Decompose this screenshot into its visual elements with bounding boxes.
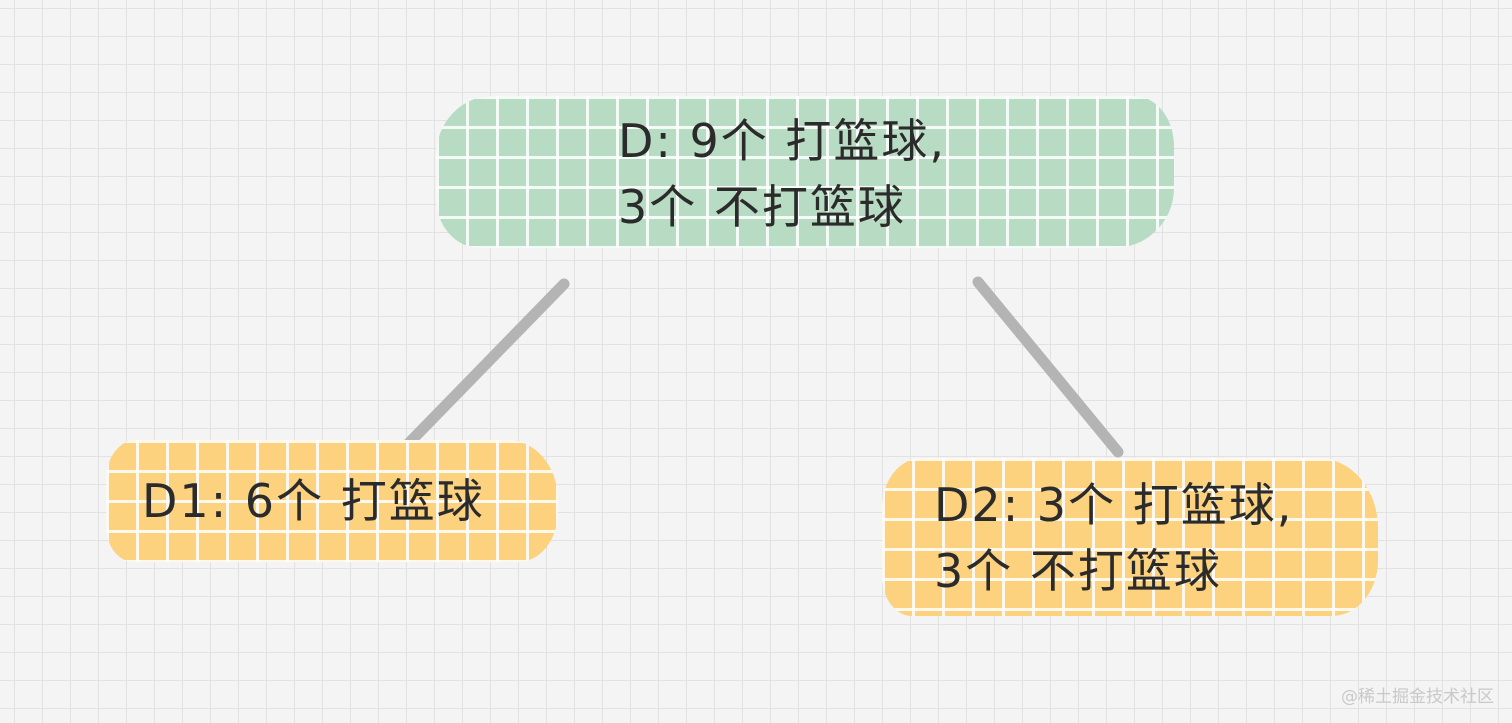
right-child-node: D2: 3个 打篮球, 3个 不打篮球 <box>882 458 1378 616</box>
root-node-line-2: 3个 不打篮球 <box>618 180 906 234</box>
connector-root-to-left <box>402 278 570 450</box>
right-child-node-line-2: 3个 不打篮球 <box>934 544 1222 598</box>
watermark: @稀土掘金技术社区 <box>1341 687 1494 707</box>
root-node-line-1: D: 9个 打篮球, <box>618 114 947 168</box>
root-node: D: 9个 打篮球, 3个 不打篮球 <box>436 96 1174 248</box>
left-child-node-line-1: D1: 6个 打篮球 <box>142 474 485 528</box>
right-child-node-line-1: D2: 3个 打篮球, <box>934 478 1294 532</box>
connector-root-to-right <box>972 276 1124 458</box>
left-child-node: D1: 6个 打篮球 <box>106 440 558 562</box>
